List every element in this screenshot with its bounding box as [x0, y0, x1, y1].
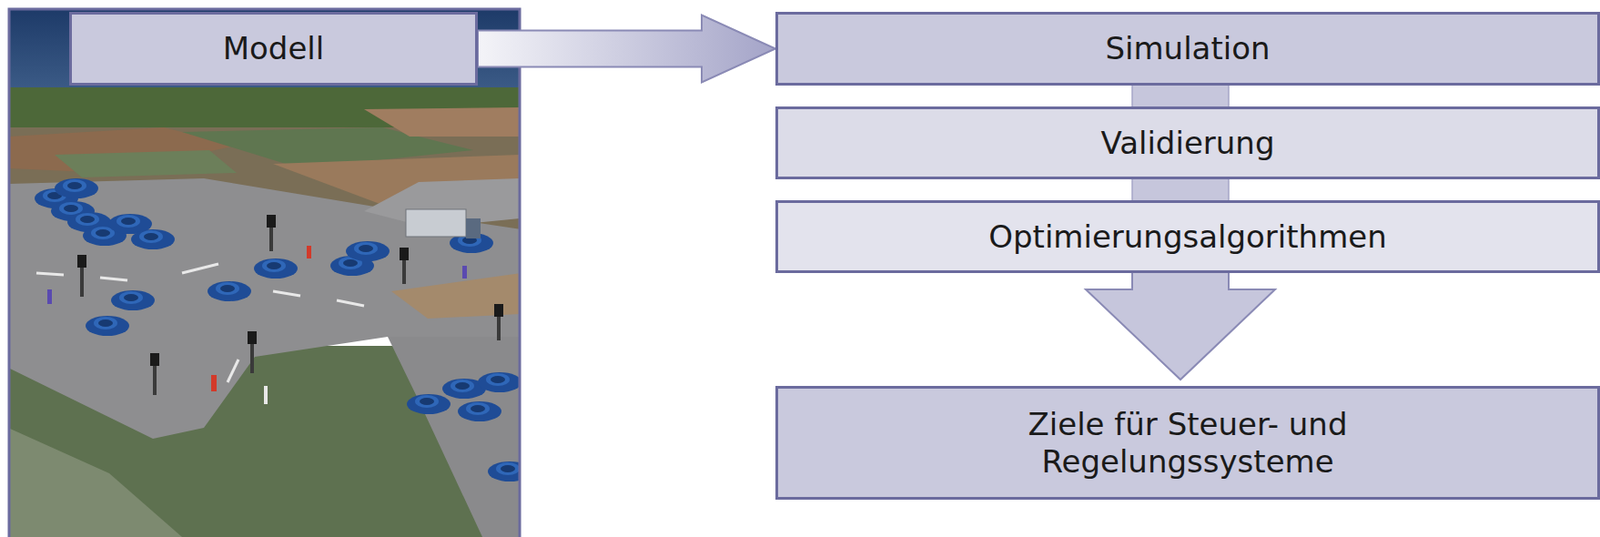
signal-head	[150, 353, 160, 366]
car	[487, 461, 520, 482]
connector-bar	[1132, 178, 1229, 202]
signal-head	[266, 214, 276, 228]
pedestrians	[47, 245, 467, 405]
terrain-patch	[9, 427, 183, 537]
text-block: Modell	[222, 30, 325, 68]
car	[131, 229, 175, 250]
pedestrian	[47, 289, 52, 304]
process-box: Simulation	[775, 11, 1600, 86]
pedestrian	[462, 265, 467, 279]
car	[54, 178, 99, 199]
process-box: Optimierungsalgorithmen	[775, 200, 1600, 274]
lane-dash	[227, 359, 239, 383]
box-label: Ziele für Steuer- und Regelungssysteme	[969, 405, 1407, 481]
process-box: Validierung	[775, 106, 1600, 180]
signal-head	[399, 247, 409, 261]
model-box: Modell	[69, 11, 478, 86]
signal-head	[77, 254, 87, 268]
box-label: Optimierungsalgorithmen	[988, 218, 1388, 256]
road-surface	[387, 336, 520, 537]
car	[85, 315, 130, 336]
bollard	[263, 385, 268, 405]
car	[406, 394, 451, 415]
truck	[405, 209, 481, 239]
lane-dash	[336, 300, 365, 306]
box-label: Modell	[222, 30, 325, 68]
traffic-lights	[77, 214, 504, 395]
text-block: Validierung	[1101, 124, 1276, 163]
box-label: Validierung	[1101, 124, 1276, 163]
scene-ground	[9, 9, 520, 537]
field-patch	[364, 107, 520, 137]
signal-head	[494, 303, 504, 317]
sidewalk-area	[391, 273, 520, 319]
text-block: Ziele für Steuer- und Regelungssysteme	[969, 405, 1407, 481]
pedestrian	[306, 245, 312, 259]
lane-dash	[36, 273, 64, 275]
sky	[9, 9, 520, 100]
pedestrian	[211, 374, 217, 392]
signal-head	[247, 331, 257, 345]
goal-box: Ziele für Steuer- und Regelungssysteme	[775, 385, 1600, 500]
field-patch	[54, 150, 237, 178]
box-label: Simulation	[1104, 30, 1270, 68]
car	[253, 258, 298, 279]
lane-dash	[182, 263, 219, 274]
connector-bar	[1132, 84, 1229, 108]
cars	[34, 178, 520, 482]
car	[457, 401, 502, 422]
road-surface	[9, 178, 520, 439]
truck-cab	[465, 218, 481, 239]
car	[207, 281, 252, 302]
text-block: Optimierungsalgorithmen	[988, 218, 1388, 256]
text-block: Simulation	[1104, 30, 1270, 68]
illustration-frame	[9, 9, 520, 537]
car	[345, 241, 390, 262]
lane-dash	[273, 291, 301, 296]
lane-markings	[36, 263, 365, 383]
block-arrow	[1085, 272, 1276, 380]
lane-dash	[100, 277, 128, 281]
block-arrow	[477, 15, 776, 83]
car	[477, 372, 520, 393]
car	[111, 290, 155, 311]
truck-trailer	[405, 209, 466, 237]
